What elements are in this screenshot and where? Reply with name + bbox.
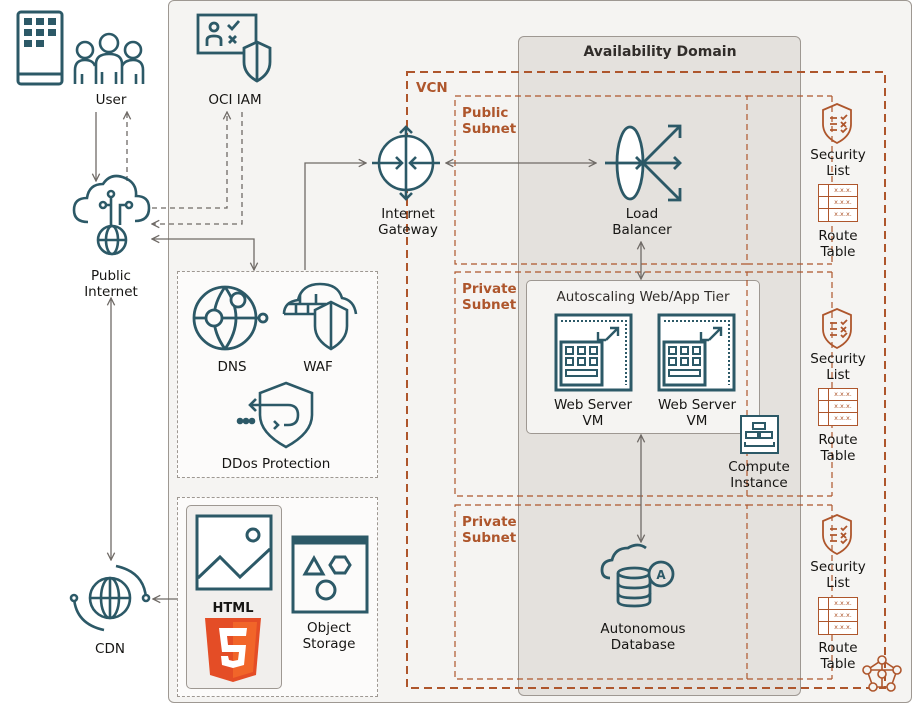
- label-line2: Storage: [302, 636, 356, 652]
- oci-iam-label: OCI IAM: [208, 92, 262, 108]
- label-line2: Instance: [730, 475, 788, 491]
- label-line2: VM: [582, 413, 604, 429]
- label-line2: Database: [610, 637, 676, 653]
- label-line1: Public: [91, 268, 131, 284]
- route-table-cell: x.x.x.: [829, 185, 857, 197]
- subnet-label-line2: Subnet: [462, 297, 517, 313]
- route-table-cell: x.x.x.: [829, 610, 857, 622]
- label-line1: Route: [818, 640, 858, 656]
- label-line2: Table: [820, 244, 856, 260]
- route-table-icon: x.x.x. x.x.x. x.x.x.: [818, 388, 858, 426]
- label-line1: Internet: [381, 206, 435, 222]
- label-line1: Web Server: [658, 397, 736, 413]
- label-line1: Route: [818, 432, 858, 448]
- waf-label: WAF: [303, 359, 333, 375]
- subnet-label-line1: Private: [462, 281, 517, 297]
- label-line1: Load: [625, 206, 659, 222]
- availability-domain-label: Availability Domain: [583, 44, 737, 60]
- dns-label: DNS: [217, 359, 247, 375]
- label-line2: List: [826, 575, 850, 591]
- static-content-group: [186, 505, 282, 689]
- label-line1: Route: [818, 228, 858, 244]
- route-table-cell: x.x.x.: [829, 389, 857, 401]
- label-line1: Autonomous: [600, 621, 686, 637]
- label-line1: Security: [810, 559, 866, 575]
- subnet-label-line1: Private: [462, 514, 517, 530]
- autoscaling-tier-label: Autoscaling Web/App Tier: [556, 289, 730, 305]
- subnet-label-line2: Subnet: [462, 530, 517, 546]
- cloud-globe-icon: [72, 174, 151, 256]
- user-group-icon: [73, 32, 145, 84]
- label-line2: Table: [820, 656, 856, 672]
- route-table-cell: x.x.x.: [834, 414, 852, 422]
- cdn-globe-icon: [69, 564, 151, 632]
- label-line1: Compute: [728, 459, 790, 475]
- subnet-label-line1: Public: [462, 105, 509, 121]
- label-line2: Table: [820, 448, 856, 464]
- label-line2: VM: [686, 413, 708, 429]
- label-line1: Security: [810, 351, 866, 367]
- route-table-cell: x.x.x.: [834, 623, 852, 631]
- label-line2: List: [826, 163, 850, 179]
- label-line2: Internet: [84, 284, 138, 300]
- mobile-device-icon: [16, 10, 64, 86]
- label-line2: Balancer: [612, 222, 672, 238]
- route-table-cell: x.x.x.: [829, 598, 857, 610]
- route-table-icon: x.x.x. x.x.x. x.x.x.: [818, 597, 858, 635]
- subnet-label-line2: Subnet: [462, 121, 517, 137]
- edge-services-group: [177, 271, 378, 478]
- vcn-label: VCN: [416, 80, 448, 96]
- label-line2: Gateway: [378, 222, 438, 238]
- label-line1: Security: [810, 147, 866, 163]
- label-line1: Object: [307, 620, 351, 636]
- route-table-cell: x.x.x.: [834, 210, 852, 218]
- route-table-cell: x.x.x.: [829, 401, 857, 413]
- user-label: User: [95, 92, 127, 108]
- ddos-label: DDos Protection: [221, 456, 331, 472]
- route-table-cell: x.x.x.: [829, 197, 857, 209]
- cdn-label: CDN: [95, 641, 125, 657]
- label-line1: Web Server: [554, 397, 632, 413]
- label-line2: List: [826, 367, 850, 383]
- route-table-icon: x.x.x. x.x.x. x.x.x.: [818, 184, 858, 222]
